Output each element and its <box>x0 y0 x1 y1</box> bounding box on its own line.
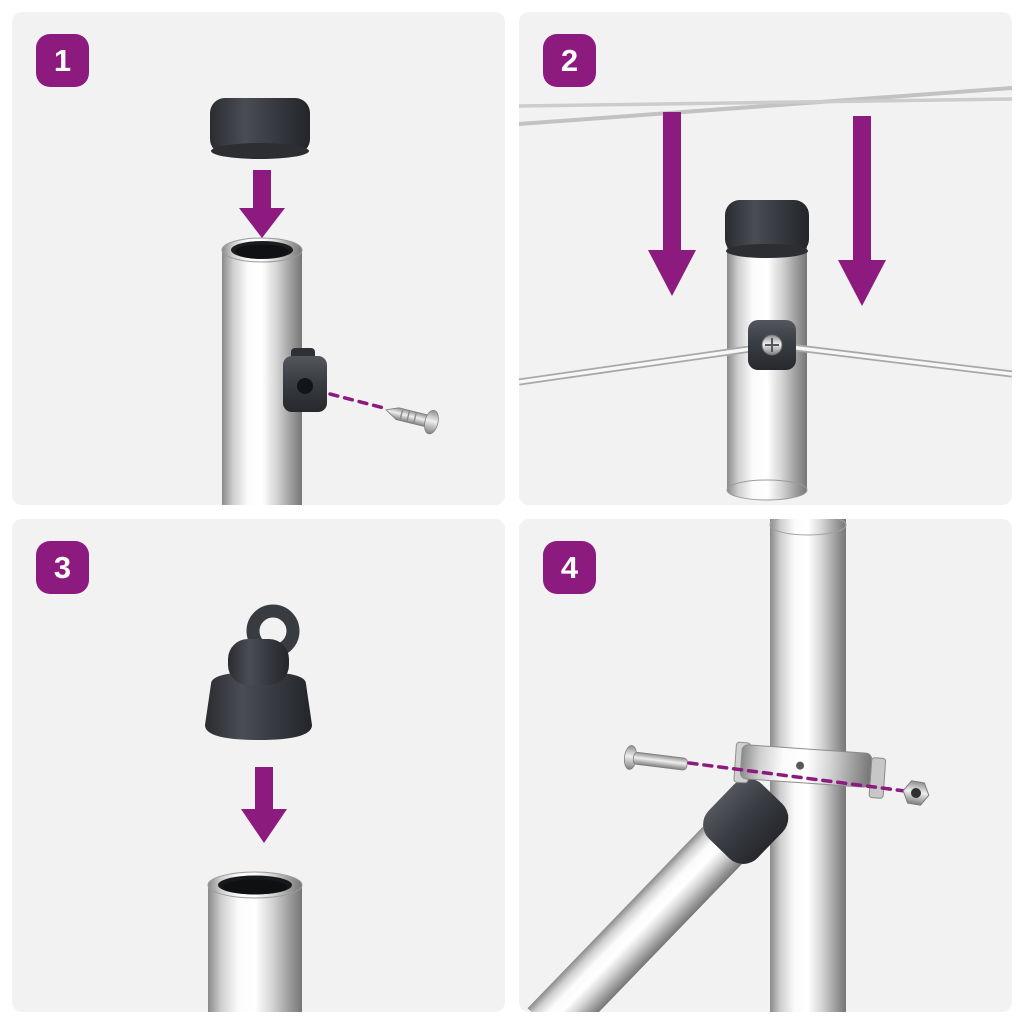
screw-guide-dashed-line <box>328 392 386 410</box>
step-panel-3: 3 <box>12 519 505 1012</box>
eyelet-cap <box>205 604 312 740</box>
step-panel-1: 1 <box>12 12 505 505</box>
steel-post <box>726 244 808 501</box>
bolt <box>623 745 688 771</box>
step-number-badge: 4 <box>543 541 596 594</box>
illustration-eyelet-cap-onto-tube <box>205 604 312 1012</box>
arrow-down-icon <box>239 170 285 238</box>
upper-wires <box>519 86 1012 126</box>
diagonal-brace <box>527 778 789 1012</box>
arrow-down-icon <box>648 112 696 296</box>
steel-tube <box>207 871 303 1012</box>
illustration-brace-clamp-bolt <box>527 519 930 1012</box>
nut <box>902 780 930 806</box>
wire-clip <box>283 348 327 412</box>
arrow-down-icon <box>241 767 287 843</box>
step-panel-4: 4 <box>519 519 1012 1012</box>
brace-joint-cover <box>703 778 789 864</box>
screw <box>385 407 439 435</box>
illustration-wires-into-clip <box>519 86 1012 501</box>
tension-wires <box>519 342 1012 386</box>
step-panel-2: 2 <box>519 12 1012 505</box>
bolt-guide-dashed-line <box>687 761 907 793</box>
post-cap <box>210 98 310 159</box>
wire-clip-screw <box>748 320 796 370</box>
arrow-down-icon <box>838 116 886 306</box>
post-cap <box>725 200 809 258</box>
step-number-badge: 2 <box>543 34 596 87</box>
step-number-badge: 1 <box>36 34 89 87</box>
step-number-badge: 3 <box>36 541 89 594</box>
illustration-cap-onto-post <box>210 98 439 505</box>
